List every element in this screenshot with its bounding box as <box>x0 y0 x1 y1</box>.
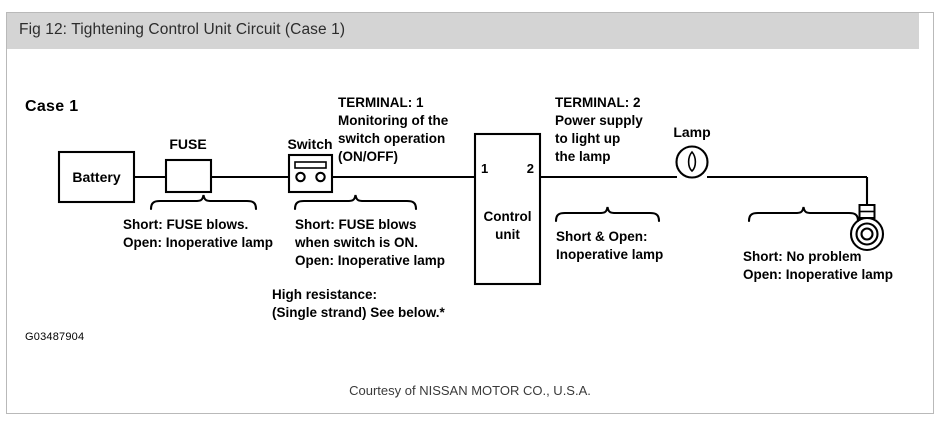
brace-control-section <box>554 206 661 223</box>
terminal-2-line1: TERMINAL: 2 <box>555 95 641 110</box>
fuse-label: FUSE <box>169 136 206 152</box>
fuse-box <box>164 158 213 194</box>
switch-contact-left <box>295 171 306 183</box>
battery-label: Battery <box>72 169 120 185</box>
brace-lamp-section <box>747 206 860 223</box>
note-lamp-line2: Open: Inoperative lamp <box>743 267 893 282</box>
figure-title: Fig 12: Tightening Control Unit Circuit … <box>19 21 346 38</box>
switch-blade <box>294 161 327 169</box>
terminal-2-line3: to light up <box>555 131 620 146</box>
lamp-filament-icon <box>687 150 697 173</box>
note-switch-line1: Short: FUSE blows <box>295 217 417 232</box>
circuit-diagram: Case 1 Battery FUSE Switch <box>7 49 919 367</box>
brace-fuse-section <box>149 194 258 211</box>
note-lamp-line1: Short: No problem <box>743 249 862 264</box>
terminal-2-line2: Power supply <box>555 113 643 128</box>
note-switch-line3: Open: Inoperative lamp <box>295 253 445 268</box>
figure-header-bar: Fig 12: Tightening Control Unit Circuit … <box>7 13 919 49</box>
ground-terminal-inner-icon <box>860 227 874 241</box>
terminal-1-line2: Monitoring of the <box>338 113 449 128</box>
brace-switch-section <box>293 194 418 211</box>
switch-box <box>287 153 334 194</box>
battery-box <box>57 150 136 204</box>
note-high-resistance-line2: (Single strand) See below.* <box>272 305 446 320</box>
control-unit-label-line1: Control <box>484 209 532 224</box>
lamp-bulb-icon <box>675 145 709 179</box>
terminal-2-line4: the lamp <box>555 149 611 164</box>
terminal-1-line1: TERMINAL: 1 <box>338 95 424 110</box>
figure-code: G03487904 <box>25 331 84 343</box>
note-control-line1: Short & Open: <box>556 229 648 244</box>
case-title: Case 1 <box>25 98 78 115</box>
note-switch-line2: when switch is ON. <box>294 235 418 250</box>
control-unit-box <box>473 132 542 286</box>
control-unit-pin-2: 2 <box>527 161 534 176</box>
lamp-label: Lamp <box>673 124 710 140</box>
note-control-line2: Inoperative lamp <box>556 247 663 262</box>
note-fuse-line1: Short: FUSE blows. <box>123 217 248 232</box>
switch-label: Switch <box>287 136 332 152</box>
control-unit-label-line2: unit <box>495 227 520 242</box>
terminal-1-line4: (ON/OFF) <box>338 149 398 164</box>
control-unit-pin-1: 1 <box>481 161 488 176</box>
terminal-1-line3: switch operation <box>338 131 445 146</box>
switch-contact-right <box>315 171 326 183</box>
courtesy-footer: Courtesy of NISSAN MOTOR CO., U.S.A. <box>349 383 591 398</box>
note-high-resistance-line1: High resistance: <box>272 287 377 302</box>
note-fuse-line2: Open: Inoperative lamp <box>123 235 273 250</box>
